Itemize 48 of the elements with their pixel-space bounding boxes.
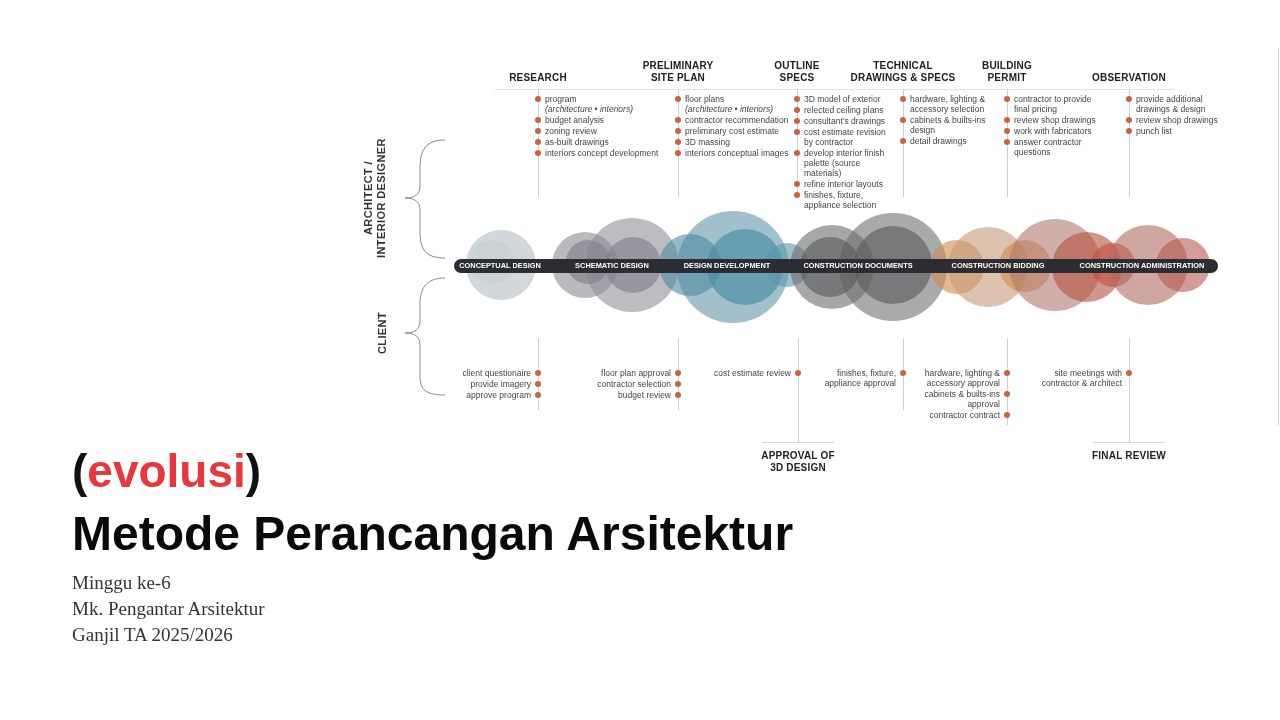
bullet-text: interiors concept development <box>545 148 660 158</box>
bullet-text: 3D model of exterior <box>804 94 882 104</box>
milestone-heading: FINAL REVIEW <box>1091 450 1167 462</box>
milestone-heading: BUILDING PERMIT <box>981 60 1033 84</box>
title-prefix: (evolusi) <box>72 444 262 498</box>
milestone-heading: TECHNICAL DRAWINGS & SPECS <box>849 60 957 84</box>
bullet-text: contractor selection <box>596 379 671 389</box>
bullet-text: refine interior layouts <box>804 179 884 189</box>
bullet-text: budget review <box>617 390 671 400</box>
bullet-text: cost estimate review <box>713 368 791 378</box>
bullet-text: as-built drawings <box>545 137 610 147</box>
milestone-heading: OBSERVATION <box>1091 72 1167 84</box>
subtitle-text: Minggu ke-6 <box>72 572 171 594</box>
bullet-text: program (architecture • interiors) <box>545 94 634 114</box>
bullet-text: finishes, fixture, appliance selection <box>804 190 878 210</box>
milestone-heading: APPROVAL OF 3D DESIGN <box>760 450 836 474</box>
bullet-text: contractor recommendation <box>685 115 789 125</box>
role-label: CLIENT <box>375 311 389 355</box>
bullet-text: contractor contract <box>928 410 1000 420</box>
bullet-text: approve program <box>465 390 531 400</box>
milestone-heading: PRELIMINARY SITE PLAN <box>641 60 715 84</box>
bullet-text: interiors conceptual images <box>685 148 789 158</box>
bullet-text: zoning review <box>545 126 598 136</box>
bullet-text: preliminary cost estimate <box>685 126 780 136</box>
bullet-text: floor plans (architecture • interiors) <box>685 94 774 114</box>
bullet-text: site meetings with contractor & architect <box>1040 368 1122 388</box>
bullet-text: consultant’s drawings <box>804 116 887 126</box>
bullet-text: floor plan approval <box>600 368 671 378</box>
milestone-heading: RESEARCH <box>508 72 568 84</box>
bullet-text: detail drawings <box>910 136 968 146</box>
subtitle-text: Ganjil TA 2025/2026 <box>72 624 233 646</box>
bullet-text: answer contractor questions <box>1014 137 1083 157</box>
bullet-text: develop interior finish palette (source materials) <box>804 148 886 178</box>
title-text: Metode Perancangan Arsitektur <box>72 506 794 562</box>
subtitle-text: Mk. Pengantar Arsitektur <box>72 598 265 620</box>
bullet-text: review shop drawings <box>1014 115 1097 125</box>
bullet-text: client questionaire <box>461 368 531 378</box>
milestone-heading: OUTLINE SPECS <box>773 60 821 84</box>
bullet-text: work with fabricators <box>1014 126 1093 136</box>
bullet-text: relected ceiling plans <box>804 105 885 115</box>
bullet-text: 3D massing <box>685 137 731 147</box>
bullet-text: review shop drawings <box>1136 115 1219 125</box>
role-label: ARCHITECT / INTERIOR DESIGNER <box>362 137 388 260</box>
bullet-text: punch list <box>1136 126 1173 136</box>
bullet-text: budget analysis <box>545 115 606 125</box>
bullet-text: finishes, fixture, appliance approval <box>823 368 896 388</box>
phase-bar <box>454 259 1218 273</box>
bullet-text: provide imagery <box>469 379 531 389</box>
